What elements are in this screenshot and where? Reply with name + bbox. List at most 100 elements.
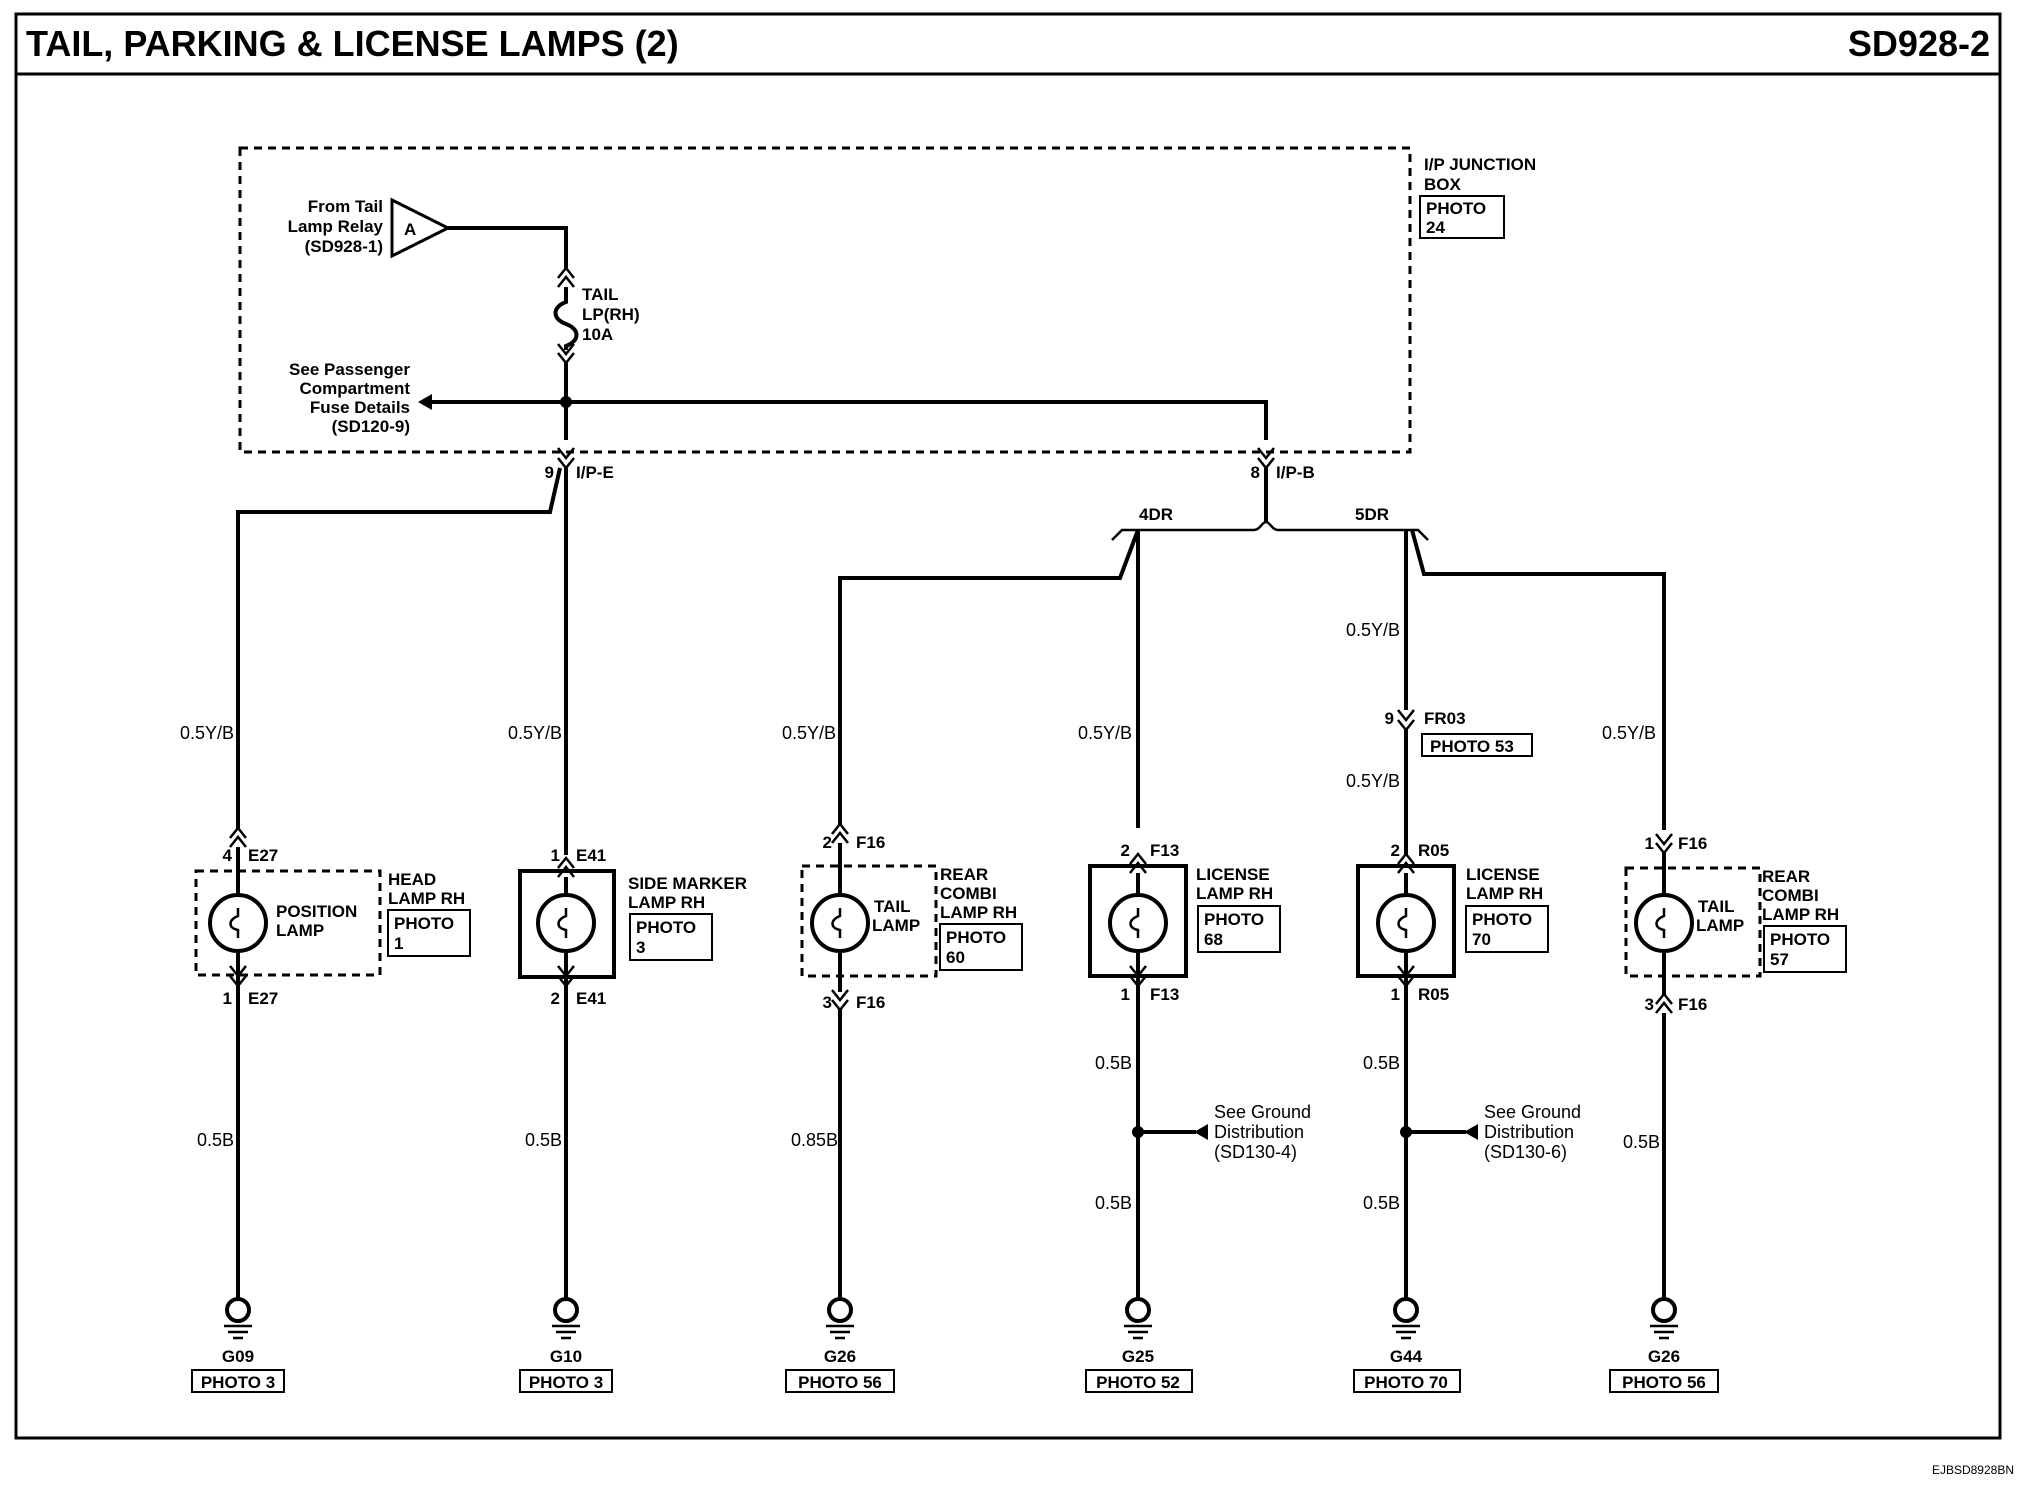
circuit-conn-top: F13	[1150, 841, 1179, 860]
circuit-title-1: LICENSE	[1466, 865, 1540, 884]
circuit-photo-num: 68	[1204, 930, 1223, 949]
ground-ref-1: See Ground	[1214, 1102, 1311, 1122]
circuit-conn-top: E41	[576, 846, 606, 865]
ground-icon	[826, 1324, 854, 1340]
circuit-conn-top: F16	[1678, 834, 1707, 853]
junction-box-name: I/P JUNCTION	[1424, 155, 1536, 174]
ground-ref-1: See Ground	[1484, 1102, 1581, 1122]
relay-connector-label: A	[404, 220, 416, 239]
circuit-title-2: COMBI	[940, 884, 997, 903]
circuit-photo-box	[939, 923, 1023, 971]
circuit-top-connector	[557, 855, 575, 878]
relay-wire	[448, 226, 568, 268]
relay-ref-1: From Tail	[308, 197, 383, 216]
circuit-lamp-housing	[800, 864, 938, 978]
ground-stud	[827, 1297, 853, 1323]
ground-ref-3: (SD130-4)	[1214, 1142, 1297, 1162]
ground-stud	[553, 1297, 579, 1323]
circuit-conn-top: F16	[856, 833, 885, 852]
junction-box-name-2: BOX	[1424, 175, 1462, 194]
footer-ref: EJBSD8928BN	[1932, 1463, 2014, 1477]
circuit-title-1: REAR	[940, 865, 988, 884]
circuit-wire-top-label: 0.5Y/B	[782, 723, 836, 743]
circuit-photo: PHOTO	[946, 928, 1006, 947]
circuit-photo-num: 1	[394, 934, 403, 953]
circuit-pin-bottom: 3	[823, 993, 832, 1012]
diagram-frame	[14, 12, 2002, 1440]
relay-connector-triangle	[390, 197, 452, 259]
circuit-title-2: LAMP RH	[628, 893, 705, 912]
circuit-photo: PHOTO	[1472, 910, 1532, 929]
ground-photo: PHOTO 56	[1622, 1373, 1706, 1392]
ground-photo: PHOTO 3	[201, 1373, 275, 1392]
ground-ref-2: Distribution	[1484, 1122, 1574, 1142]
circuit-conn-top: E27	[248, 846, 278, 865]
fr03-name: FR03	[1424, 709, 1466, 728]
passenger-ref-1: See Passenger	[289, 360, 410, 379]
circuit-lamp-label-1: TAIL	[1698, 897, 1735, 916]
circuit-bottom-connector	[831, 989, 849, 1013]
circuit-top-connector	[1655, 833, 1673, 856]
fr03-connector	[1397, 709, 1415, 733]
circuit-pin-top: 2	[1121, 841, 1130, 860]
circuit-wire-bottom-label: 0.5B	[525, 1130, 562, 1150]
circuit-lamp-label-2: LAMP	[1696, 916, 1744, 935]
bulb-filament-icon	[1655, 908, 1666, 938]
ground-photo: PHOTO 56	[798, 1373, 882, 1392]
bulb-icon	[1108, 893, 1168, 953]
circuit-photo-num: 3	[636, 938, 645, 957]
ground-icon	[1650, 1324, 1678, 1340]
ground-stud	[225, 1297, 251, 1323]
bulb-icon	[1634, 893, 1694, 953]
circuit-wire-top-label: 0.5Y/B	[508, 723, 562, 743]
circuit-photo: PHOTO	[1770, 930, 1830, 949]
ground-ref-2: Distribution	[1214, 1122, 1304, 1142]
circuit-wire-bottom-label: 0.85B	[791, 1130, 838, 1150]
circuit-lamp-label-1: POSITION	[276, 902, 357, 921]
circuit-pin-bottom: 2	[551, 989, 560, 1008]
ground-name: G26	[1648, 1347, 1680, 1366]
ground-ref-arrow	[1464, 1124, 1478, 1140]
passenger-ref-4: (SD120-9)	[332, 417, 410, 436]
circuit-title-1: HEAD	[388, 870, 436, 889]
ground-name: G25	[1122, 1347, 1154, 1366]
circuit-title-1: SIDE MARKER	[628, 874, 747, 893]
fr03-photo: PHOTO 53	[1430, 737, 1514, 756]
ground-photo-box	[1609, 1369, 1719, 1393]
ipb-pin: 8	[1251, 463, 1260, 482]
circuit-title-2: LAMP RH	[388, 889, 465, 908]
branch-4dr-wire-a	[838, 529, 1140, 825]
circuit-pin-top: 4	[223, 846, 233, 865]
circuit-pin-top: 1	[551, 846, 560, 865]
circuit-pin-top: 2	[823, 833, 832, 852]
option-split	[1111, 520, 1429, 541]
ground-photo-box	[191, 1369, 285, 1393]
bulb-filament-icon	[1129, 908, 1140, 938]
ground-photo-box	[519, 1369, 613, 1393]
ipe-pin: 9	[545, 463, 554, 482]
circuit-top-connector	[1397, 851, 1415, 874]
circuit-pin-top: 1	[1645, 834, 1654, 853]
circuit-wire-bottom-label-2: 0.5B	[1095, 1193, 1132, 1213]
relay-ref-2: Lamp Relay	[288, 217, 384, 236]
ground-icon	[552, 1324, 580, 1340]
circuit-lamp-housing	[1624, 866, 1762, 978]
circuit-wire-top-label-2: 0.5Y/B	[1346, 771, 1400, 791]
circuit-conn-top: R05	[1418, 841, 1449, 860]
fuse-label-1: TAIL	[582, 285, 619, 304]
circuit-title-3: LAMP RH	[940, 903, 1017, 922]
circuit-pin-bottom: 1	[1121, 985, 1130, 1004]
bulb-icon	[1376, 893, 1436, 953]
ground-stud	[1393, 1297, 1419, 1323]
fuse-label-3: 10A	[582, 325, 613, 344]
circuit-photo-num: 60	[946, 948, 965, 967]
page-code: SD928-2	[1848, 23, 1990, 64]
circuit-photo: PHOTO	[636, 918, 696, 937]
branch-5dr-wire-b	[1410, 529, 1666, 830]
circuit-lamp-label-1: TAIL	[874, 897, 911, 916]
junction-box-photo: PHOTO	[1426, 199, 1486, 218]
circuit-top-connector	[229, 825, 247, 848]
circuit-photo: PHOTO	[1204, 910, 1264, 929]
junction-box-photo-box	[1419, 195, 1505, 239]
